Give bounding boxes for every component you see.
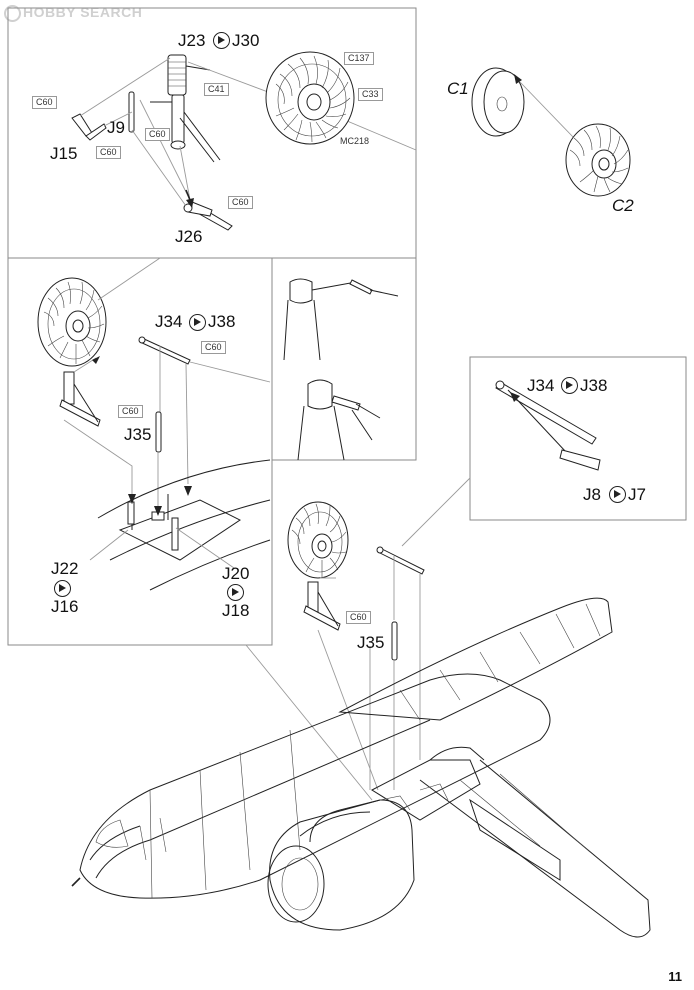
arrow-circle-icon [54,580,71,597]
main-wheel-bottom [287,501,349,579]
mid-gear-leg [59,371,101,427]
arrow-j26 [185,189,191,201]
leader-mid-leg [73,357,97,373]
callout-j34: J34 [527,376,555,395]
main-wheel-top [265,51,355,145]
arrow-circle-icon [609,486,626,503]
leader-mid-wheel [97,257,161,301]
leader-right-to-bottom [401,477,471,547]
callout-j22: J22 [51,559,79,578]
callout-j20: J20 [222,564,250,583]
part-j26 [183,201,233,231]
arrow-head-j26 [186,198,194,208]
tag-c60: C60 [118,405,143,418]
arrow-circle-icon [561,377,578,394]
arrow-circle-icon [189,314,206,331]
callout-j30: J30 [232,31,260,50]
callout-j38: J38 [208,312,236,331]
top-left-leaders [79,57,417,207]
callout-j16: J16 [51,597,79,616]
tag-c137: C137 [344,52,374,65]
tag-mc218: MC218 [340,136,370,146]
arrow-wing-mid-a [128,494,136,504]
tag-c60: C60 [145,128,170,141]
leader-panel-down [245,644,373,801]
leader-j34-down2 [185,363,189,485]
leader-j20 [175,527,235,569]
bottom-gear-leg [303,581,341,631]
arrow-wing-mid-b [184,486,192,496]
tag-c33: C33 [358,88,383,101]
tag-c60: C60 [32,96,57,109]
callout-j15: J15 [50,144,78,163]
callout-j7: J7 [628,485,646,504]
callout-c2: C2 [612,196,634,215]
tag-c60: C60 [96,146,121,159]
part-j35-bottom [391,621,398,661]
page-number: 11 [668,969,682,984]
callout-j38: J38 [580,376,608,395]
part-j34-mid [138,336,191,365]
tag-c41: C41 [204,83,229,96]
part-j35-mid [155,411,162,453]
leader-c1-c2 [519,81,575,139]
wing-section-mid [97,459,271,591]
watermark-ring-icon [4,4,21,22]
main-wheel-mid [37,277,107,367]
callout-j18: J18 [222,601,250,620]
leader-j34-mid [189,361,271,383]
callout-j26: J26 [175,227,203,246]
arrow-head-j34-right [510,392,520,402]
callout-j35: J35 [124,425,152,444]
callout-j23: J23 [178,31,206,50]
main-gear-leg [150,54,221,163]
callout-j34: J34 [155,312,183,331]
tag-c60: C60 [346,611,371,624]
callout-j8: J8 [583,485,601,504]
arrow-circle-icon [213,32,230,49]
aircraft-airframe [71,597,651,938]
leader-leg-down [317,629,379,791]
callout-j9: J9 [107,118,125,137]
callout-c1: C1 [447,79,469,98]
tag-c60: C60 [228,196,253,209]
arrow-wing-mid-c [154,506,162,516]
wheel-half-c1 [471,67,525,137]
tag-c60: C60 [201,341,226,354]
leader-wing-mid [63,419,133,504]
panel-frames [7,7,687,646]
callout-j35: J35 [357,633,385,652]
part-j34-bottom [376,546,425,575]
wheel-half-c2 [565,123,631,197]
arrow-head-c1 [514,74,522,84]
part-j15 [71,113,107,141]
arrow-circle-icon [227,584,244,601]
part-j34-right [495,380,601,471]
leader-j22 [89,529,129,561]
arrow-head-mid-leg [92,356,100,364]
inset-detail [283,278,399,461]
